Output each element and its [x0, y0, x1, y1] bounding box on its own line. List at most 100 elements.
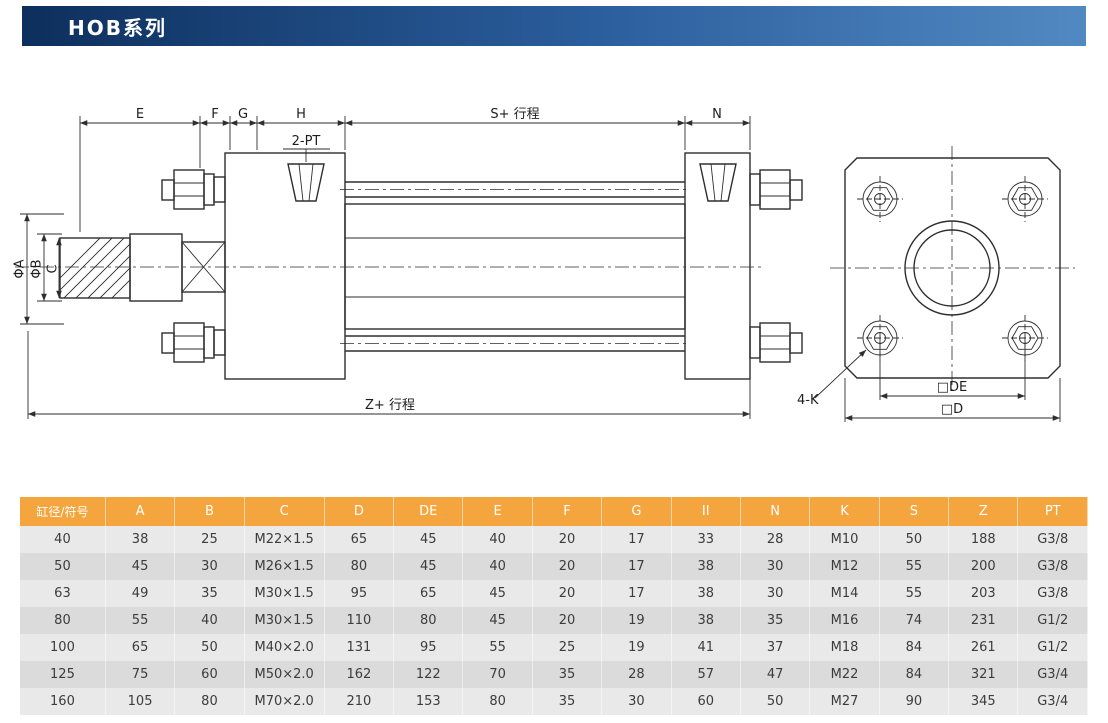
table-cell: 231 [948, 607, 1019, 634]
table-cell: 50 [740, 688, 811, 715]
table-cell: 40 [462, 526, 533, 553]
table-cell: 203 [948, 580, 1019, 607]
tie-rod-stub [161, 332, 175, 354]
column-header: G [601, 497, 672, 526]
title-bar: HOB系列 [22, 6, 1086, 46]
de-dimension: □DE [879, 338, 1026, 400]
table-cell: 110 [324, 607, 395, 634]
table-cell: 20 [532, 526, 603, 553]
table-cell: G1/2 [1017, 634, 1088, 661]
table-cell: 84 [879, 661, 950, 688]
table-cell: 261 [948, 634, 1019, 661]
row-header-cell: 50 [20, 553, 106, 580]
tie-rod-stub [789, 332, 803, 354]
table-cell: 162 [324, 661, 395, 688]
table-cell: 49 [105, 580, 176, 607]
table-cell: M22 [809, 661, 880, 688]
table-cell: 41 [671, 634, 741, 661]
table-cell: 47 [740, 661, 811, 688]
tie-rod-nut [173, 169, 205, 210]
table-cell: 95 [324, 580, 395, 607]
table-cell: 17 [601, 553, 672, 580]
table-cell: 40 [174, 607, 245, 634]
column-header: A [105, 497, 176, 526]
tie-rod-nut [759, 169, 791, 210]
dim-label-h: H [296, 107, 306, 122]
table-cell: 45 [393, 526, 464, 553]
table-cell: M50×2.0 [244, 661, 325, 688]
column-header: E [462, 497, 533, 526]
table-cell: G3/8 [1017, 553, 1088, 580]
dim-label-c: C [46, 264, 61, 273]
table-cell: M70×2.0 [244, 688, 325, 715]
dim-label-e: E [136, 107, 144, 122]
column-header: F [532, 497, 603, 526]
table-cell: 45 [393, 553, 464, 580]
table-cell: 65 [105, 634, 176, 661]
table-cell: 20 [532, 607, 603, 634]
table-cell: 200 [948, 553, 1019, 580]
tie-rod-stub [789, 179, 803, 201]
dim-label-phi-a: ΦA [13, 259, 28, 278]
flange-nut-top-right [1002, 176, 1048, 222]
table-cell: 345 [948, 688, 1019, 715]
table-cell: 38 [671, 607, 741, 634]
table-cell: 30 [740, 553, 811, 580]
table-cell: 50 [879, 526, 950, 553]
crosshair-centerlines [830, 146, 1075, 390]
table-cell: 210 [324, 688, 395, 715]
table-cell: 75 [105, 661, 176, 688]
column-header: S [879, 497, 950, 526]
table-cell: 38 [671, 553, 741, 580]
row-header-cell: 80 [20, 607, 106, 634]
table-cell: 20 [532, 553, 603, 580]
table-cell: 131 [324, 634, 395, 661]
table-cell: 28 [601, 661, 672, 688]
table-cell: 188 [948, 526, 1019, 553]
table-cell: 33 [671, 526, 741, 553]
column-header: D [324, 497, 395, 526]
tube-body [344, 203, 686, 330]
column-header: B [174, 497, 245, 526]
table-cell: M22×1.5 [244, 526, 325, 553]
washer [749, 173, 761, 206]
table-cell: 30 [740, 580, 811, 607]
table-cell: 153 [393, 688, 464, 715]
rod-thread-hatch [60, 238, 130, 298]
dim-label-s-stroke: S+ 行程 [490, 107, 539, 122]
dim-label-g: G [238, 107, 248, 122]
table-cell: 38 [105, 526, 176, 553]
column-header-bore-symbol: 缸径/符号 [20, 497, 106, 526]
d-dimension: □D [844, 378, 1061, 422]
table-cell: 55 [879, 553, 950, 580]
table-cell: 17 [601, 526, 672, 553]
dim-label-n: N [712, 107, 722, 122]
dim-label-d: □D [941, 402, 963, 417]
left-dimension-lines: ΦA ΦB C [13, 213, 64, 325]
dim-label-de: □DE [937, 380, 968, 395]
table-cell: G3/8 [1017, 580, 1088, 607]
port-callout: 2-PT [283, 134, 330, 162]
table-cell: 28 [740, 526, 811, 553]
table-cell: 70 [462, 661, 533, 688]
table-cell: M14 [809, 580, 880, 607]
table-cell: 35 [740, 607, 811, 634]
dim-label-f: F [211, 107, 218, 122]
table-cell: 65 [393, 580, 464, 607]
side-view: E F G H S+ 行程 N 2-PT [13, 107, 803, 419]
table-cell: 60 [174, 661, 245, 688]
column-header: PT [1017, 497, 1088, 526]
table-cell: M16 [809, 607, 880, 634]
table-cell: 80 [393, 607, 464, 634]
column-header: Z [948, 497, 1019, 526]
front-end-cap [161, 152, 346, 380]
flange-outline [844, 157, 1061, 379]
table-cell: 55 [105, 607, 176, 634]
